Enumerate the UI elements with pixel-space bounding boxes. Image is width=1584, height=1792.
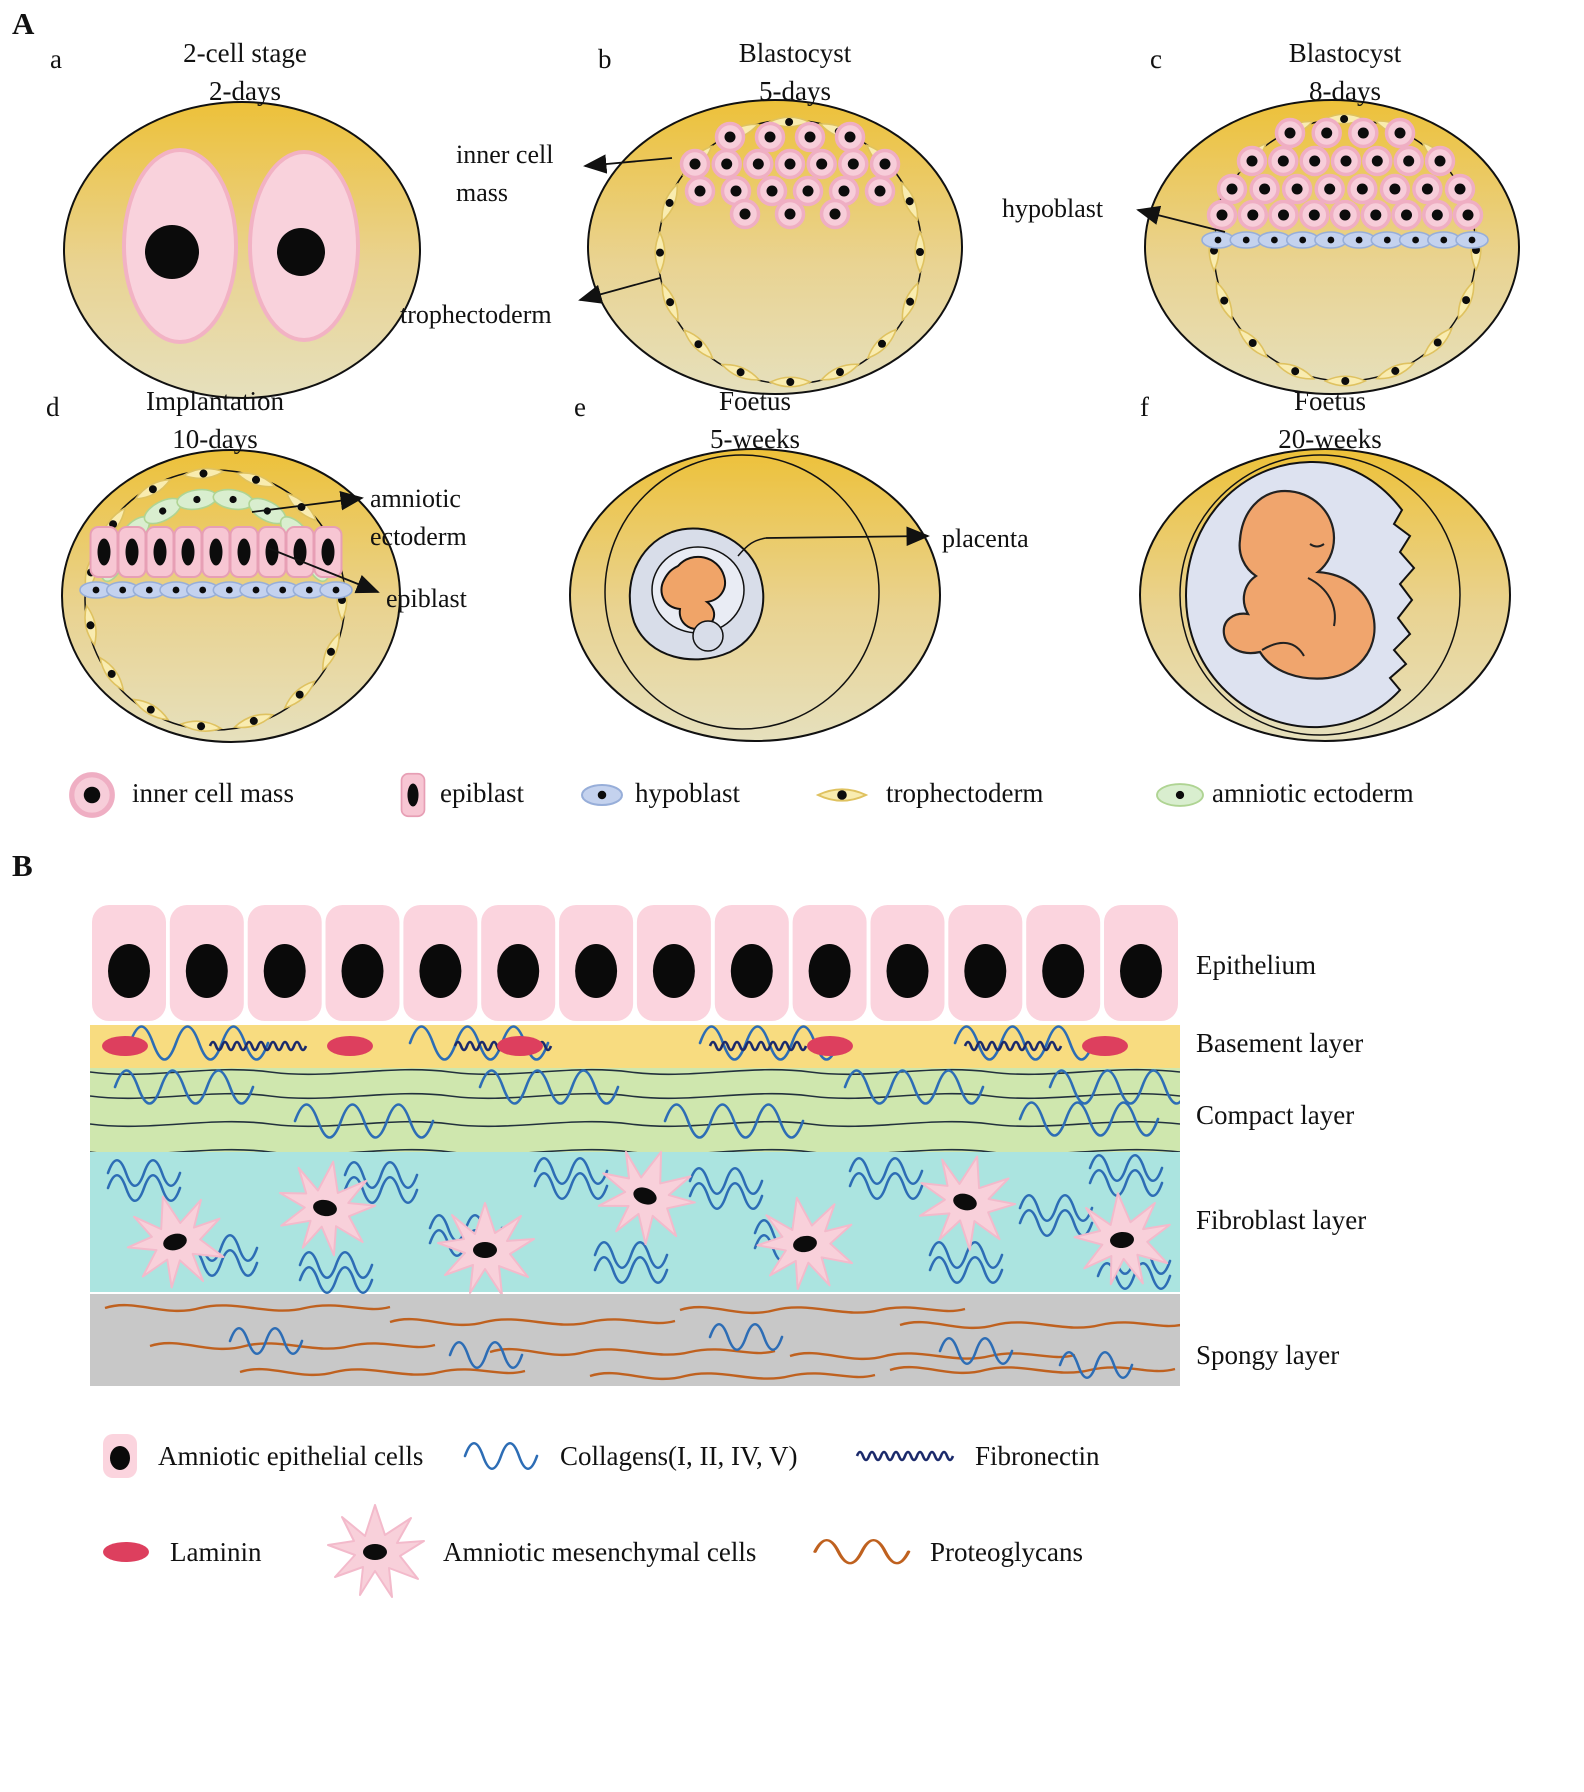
stage-title-f: Foetus 20-weeks [1180, 382, 1480, 458]
trophectoderm-icon [817, 788, 867, 802]
arrow-trophectoderm [578, 277, 661, 304]
stage-title-b: Blastocyst 5-days [645, 34, 945, 110]
stage-title-c: Blastocyst 8-days [1195, 34, 1495, 110]
annotation-trophectoderm: trophectoderm [400, 300, 552, 329]
icm-row [1206, 199, 1484, 231]
stage-f-foetus-20w [1139, 448, 1511, 742]
stage-d-implantation [61, 449, 401, 743]
stage-e-foetus-5w [569, 448, 941, 742]
foetus [1222, 489, 1376, 680]
layer-label-compact: Compact layer [1196, 1100, 1355, 1130]
amniotic-ectoderm-icon [1156, 783, 1204, 807]
annotation-epiblast: epiblast [386, 584, 467, 613]
layer-label-epithelium: Epithelium [1196, 950, 1316, 980]
stage-letter-c: c [1150, 44, 1162, 74]
stage-title-d-line1: Implantation [146, 386, 284, 416]
legend-b-proteoglycans-label: Proteoglycans [930, 1536, 1083, 1567]
laminin-icon [103, 1542, 149, 1562]
stage-c-blastocyst-8d [1136, 99, 1520, 395]
annotation-hypoblast: hypoblast [1002, 194, 1104, 223]
legend-a-inner-cell-mass: inner cell mass [132, 778, 294, 808]
epiblast-row [89, 526, 343, 578]
legend-b-laminin-label: Laminin [170, 1536, 262, 1567]
epiblast-icon [400, 772, 426, 818]
panel-a-graphic [61, 99, 1520, 830]
arrow-hypoblast [1136, 205, 1226, 233]
legend-b-item-proteoglycans: Proteoglycans [812, 1512, 1083, 1592]
legend-a-hypoblast: hypoblast [635, 778, 740, 808]
inner-cell-mass-icon [72, 775, 113, 816]
stage-title-c-line2: 8-days [1309, 76, 1381, 106]
panel-a-label: A [12, 6, 35, 41]
stage-letter-e: e [574, 392, 586, 422]
stage-b-blastocyst-5d [578, 99, 963, 395]
annotation-amniotic-line2: ectoderm [370, 522, 467, 551]
annotation-inner-cell-mass: inner cell mass [456, 136, 553, 212]
stage-title-c-line1: Blastocyst [1288, 38, 1402, 68]
legend-a-amniotic-ectoderm: amniotic ectoderm [1212, 778, 1414, 808]
layer-label-basement: Basement layer [1196, 1028, 1364, 1058]
legend-a-trophectoderm: trophectoderm [886, 778, 1044, 808]
arrow-inner-cell-mass [583, 154, 673, 174]
collagen-icon [463, 1441, 539, 1471]
legend-b-collagens-label: Collagens(I, II, IV, V) [560, 1440, 798, 1471]
legend-b-item-mesenchymal: Amniotic mesenchymal cells [325, 1502, 756, 1602]
panel-b-graphic [90, 905, 1180, 1386]
stage-title-e-line2: 5-weeks [710, 424, 800, 454]
stage-letter-d: d [46, 392, 60, 422]
stage-title-f-line1: Foetus [1293, 386, 1366, 416]
stage-letter-b: b [598, 44, 612, 74]
legend-a-epiblast: epiblast [440, 778, 524, 808]
legend-b-amniotic-epithelial-label: Amniotic epithelial cells [158, 1440, 424, 1471]
annotation-inner-cell-line2: mass [456, 178, 508, 207]
stage-title-d-line2: 10-days [172, 424, 258, 454]
annotation-inner-cell-line1: inner cell [456, 140, 554, 169]
stage-title-b-line1: Blastocyst [738, 38, 852, 68]
legend-b-item-amniotic-epithelial: Amniotic epithelial cells [100, 1430, 423, 1482]
layer-label-fibroblast: Fibroblast layer [1196, 1205, 1367, 1235]
stage-title-e: Foetus 5-weeks [605, 382, 905, 458]
panel-b-label: B [12, 848, 33, 883]
arrow-placenta [765, 526, 930, 547]
stage-letter-f: f [1140, 392, 1149, 422]
legend-b-item-fibronectin: Fibronectin [855, 1430, 1099, 1482]
compact-band [90, 1068, 1180, 1152]
embryo [628, 527, 765, 661]
stage-title-e-line1: Foetus [718, 386, 791, 416]
layer-label-spongy: Spongy layer [1196, 1340, 1340, 1370]
amniotic-mesenchymal-cell-icon [327, 1504, 425, 1598]
annotation-amniotic-line1: amniotic [370, 484, 461, 513]
annotation-placenta: placenta [942, 524, 1029, 553]
annotation-amniotic-ectoderm: amniotic ectoderm [370, 480, 467, 556]
proteoglycan-icon [813, 1538, 911, 1565]
legend-b-item-laminin: Laminin [100, 1512, 261, 1592]
epithelium-cells [92, 905, 1178, 1021]
stage-title-b-line2: 5-days [759, 76, 831, 106]
stage-title-a-line1: 2-cell stage [183, 38, 307, 68]
hypoblast-icon [581, 784, 623, 806]
stage-a-2cell [63, 101, 421, 399]
stage-letter-a: a [50, 44, 62, 74]
legend-b-item-collagens: Collagens(I, II, IV, V) [462, 1430, 797, 1482]
stage-title-a: 2-cell stage 2-days [95, 34, 395, 110]
stage-title-f-line2: 20-weeks [1278, 424, 1382, 454]
connecting-stalk [737, 537, 767, 557]
amniotic-epithelial-cell-icon [103, 1434, 137, 1478]
fibronectin-icon [855, 1450, 955, 1462]
stage-title-d: Implantation 10-days [65, 382, 365, 458]
icm-row [729, 198, 851, 230]
arrow-epiblast [267, 547, 380, 594]
legend-b-fibronectin-label: Fibronectin [975, 1440, 1100, 1471]
stage-title-a-line2: 2-days [209, 76, 281, 106]
legend-b-mesenchymal-label: Amniotic mesenchymal cells [443, 1536, 757, 1567]
arrow-amniotic-ectoderm [251, 491, 364, 513]
